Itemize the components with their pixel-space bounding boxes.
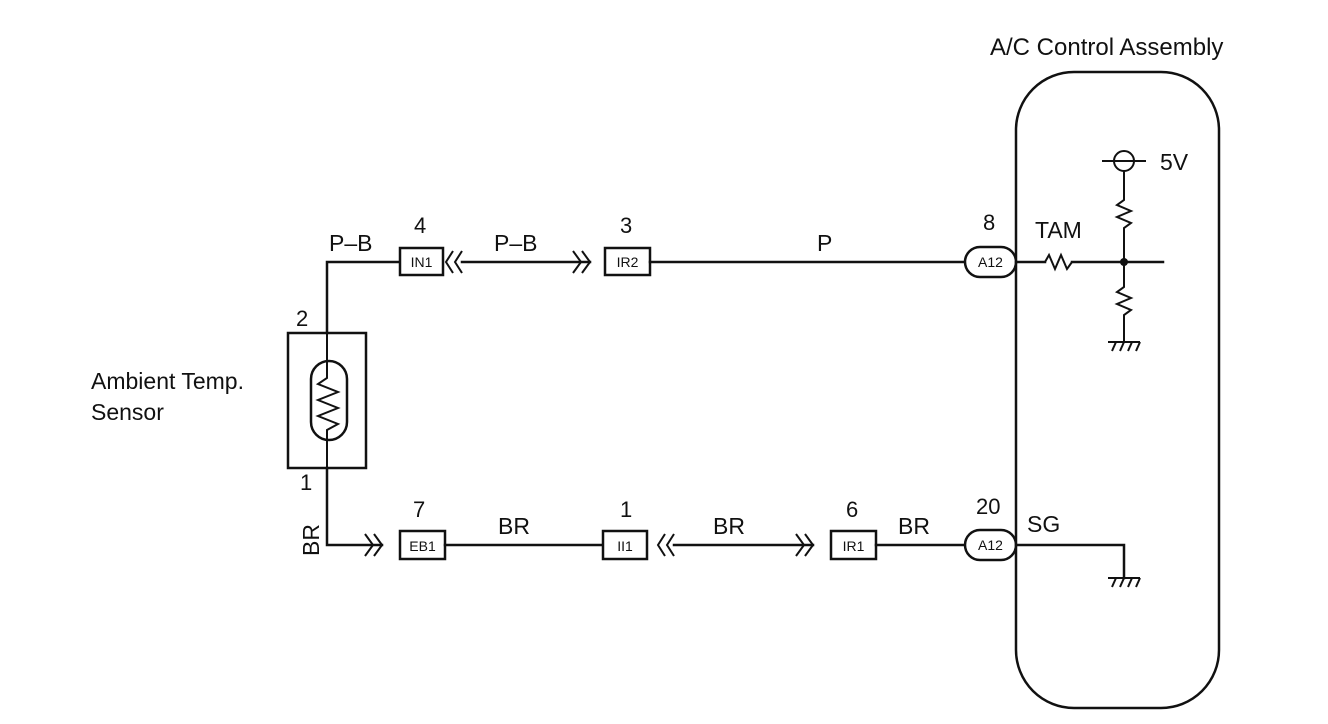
connector-ir2-pin: 3 [620,213,632,238]
connector-eb1-id: EB1 [409,538,436,554]
terminal-tam: TAM [1035,217,1082,243]
chevron-icon [572,250,583,274]
connector-ii1-id: II1 [617,538,633,554]
wire-label-br-2: BR [713,513,745,539]
connector-ii1-pin: 1 [620,497,632,522]
sensor-label-line2: Sensor [91,399,164,425]
chevron-icon [795,533,806,557]
wire-label-p: P [817,230,832,256]
connector-eb1-pin: 7 [413,497,425,522]
connector-ir2-id: IR2 [617,254,639,270]
wire-label-pb-2: P–B [494,230,537,256]
thermistor-capsule [309,359,349,442]
ground-icon [1108,577,1141,588]
top-circuit: P–B IN1 4 P–B IR2 3 P A12 8 TAM [325,149,1189,352]
wire-label-pb-1: P–B [329,230,372,256]
chevron-icon [656,533,666,557]
ac-control-assembly-box [1014,70,1221,710]
pulldown-resistor [1114,262,1134,342]
connector-ir1 [829,529,878,561]
wire-label-br-1: BR [498,513,530,539]
sensor-pin-bottom: 1 [300,470,312,495]
connector-ii1 [601,529,649,561]
thermistor-zigzag [315,333,341,468]
connector-in1-id: IN1 [411,254,433,270]
terminal-sg: SG [1027,511,1060,537]
supply-label: 5V [1160,149,1189,175]
wire-sensor-to-eb1 [325,466,384,547]
tam-resistor [1044,252,1073,272]
chevron-icon [665,533,675,557]
chevron-icon [581,250,592,274]
chevron-icon [453,250,463,274]
connector-in1 [398,246,445,277]
ground-icon [1108,341,1141,352]
connector-ir2 [603,246,652,277]
bottom-circuit: BR EB1 7 BR II1 1 BR IR1 6 BR A12 [298,466,1141,588]
connector-ir1-pin: 6 [846,497,858,522]
chevron-icon [364,533,375,557]
ambient-temp-sensor [286,331,368,470]
chevron-icon [444,250,454,274]
connector-a12-pin8-pin: 8 [983,210,995,235]
connector-in1-pin: 4 [414,213,426,238]
pullup-resistor [1114,171,1134,262]
chevron-icon [373,533,384,557]
chevron-icon [804,533,815,557]
sensor-pin-top: 2 [296,306,308,331]
wire-label-br-3: BR [898,513,930,539]
connector-ir1-id: IR1 [843,538,865,554]
connector-a12-pin20-pin: 20 [976,494,1000,519]
wire-sensor-to-in1 [325,260,402,335]
connector-a12-pin20-id: A12 [978,537,1003,553]
wire-label-br-vertical: BR [298,524,324,556]
internal-wire-sg [1014,543,1126,580]
assembly-title: A/C Control Assembly [990,34,1223,61]
sensor-label-line1: Ambient Temp. [91,368,244,394]
connector-a12-pin8-id: A12 [978,254,1003,270]
